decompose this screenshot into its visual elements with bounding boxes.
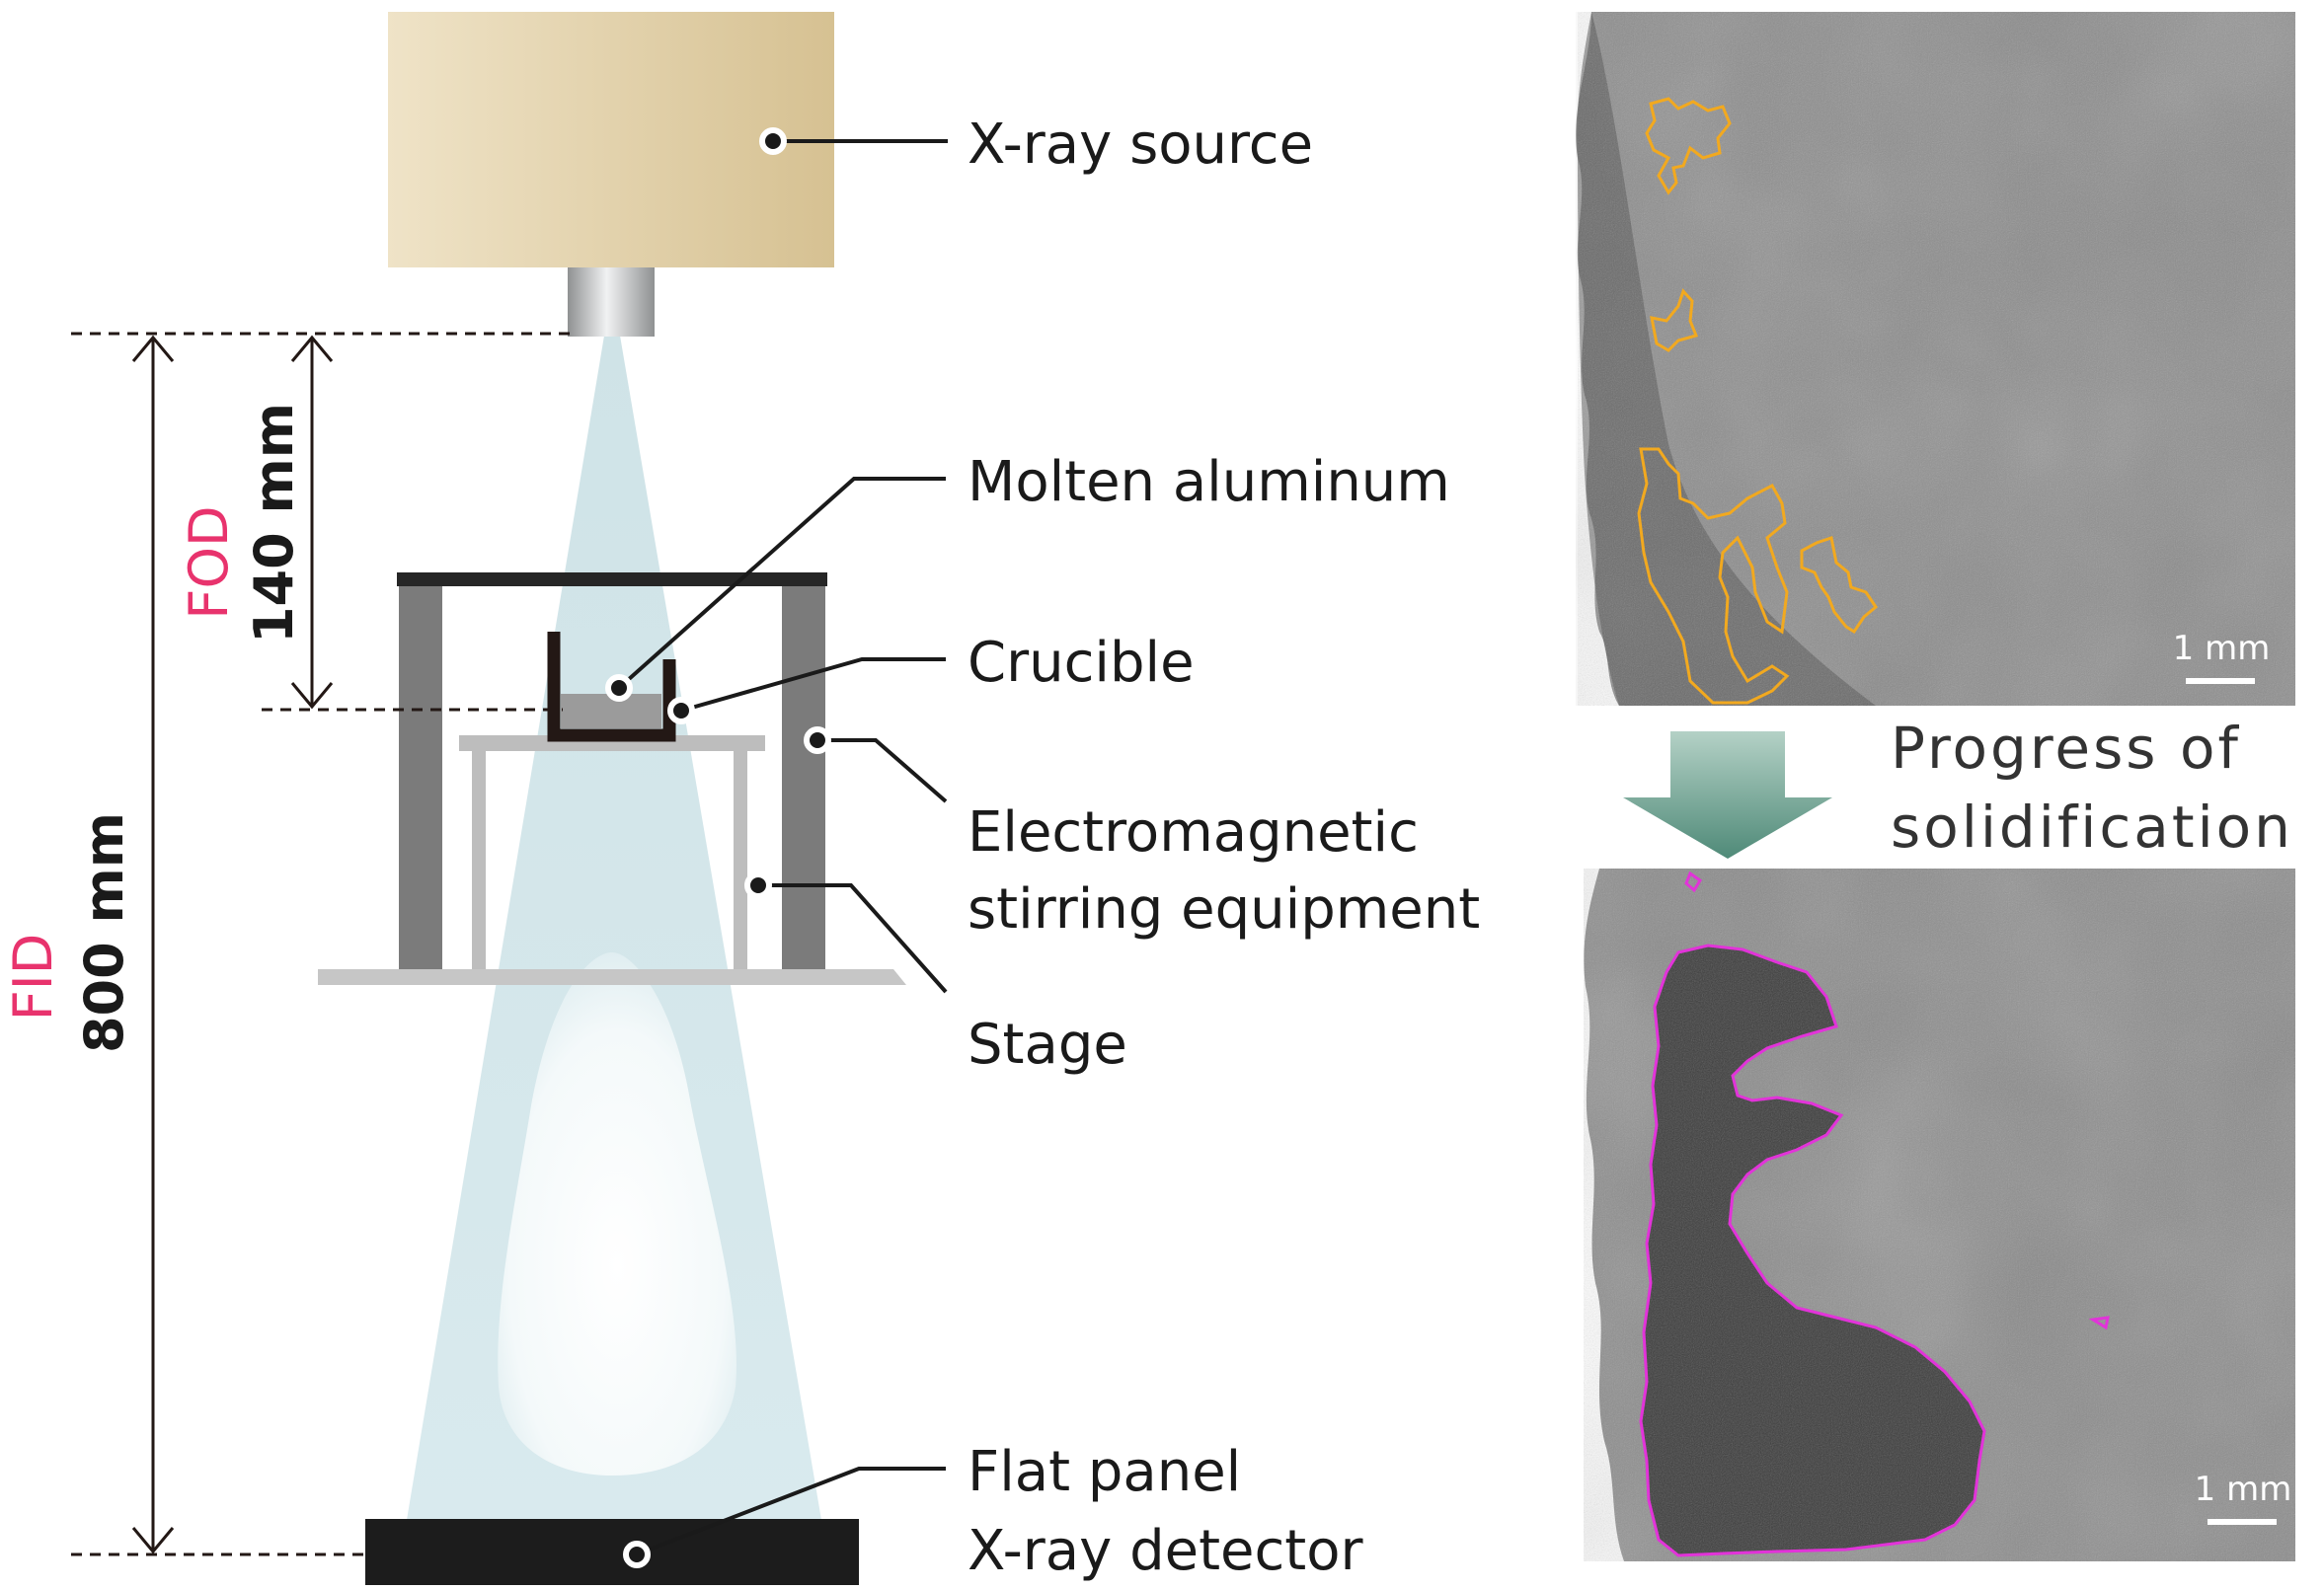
leader-stirring xyxy=(817,738,948,803)
stirring-right-pillar xyxy=(782,586,825,969)
contour-top-3 xyxy=(1637,447,1790,705)
stage-top-plate xyxy=(459,735,765,751)
stirring-left-pillar xyxy=(399,586,442,969)
label-crucible: Crucible xyxy=(968,631,1195,695)
stirring-top-plate xyxy=(397,572,827,586)
stage-base-plate xyxy=(318,969,906,985)
label-stage: Stage xyxy=(968,1013,1127,1077)
contour-top-2 xyxy=(1650,288,1699,352)
fod-arrow-head-bottom xyxy=(290,682,334,710)
micrograph-bottom-noise xyxy=(1584,869,2295,1561)
label-detector-line2: X-ray detector xyxy=(968,1519,1363,1583)
fid-label: FID xyxy=(2,934,64,1022)
dot-crucible xyxy=(667,697,695,724)
stirring-equipment xyxy=(397,572,827,969)
scale-label-bottom: 1 mm xyxy=(2195,1470,2292,1509)
micrograph-top: 1 mm xyxy=(1576,12,2295,706)
fod-label: FOD xyxy=(178,505,240,619)
xray-beam xyxy=(407,336,821,1520)
leader-crucible xyxy=(680,657,946,713)
progress-arrow xyxy=(1623,731,1832,859)
leader-dots xyxy=(605,127,831,1568)
leader-lines xyxy=(617,139,948,1556)
contour-bottom-speck-2 xyxy=(2088,1316,2110,1330)
label-em-line1: Electromagnetic xyxy=(968,800,1419,865)
component-labels: X-ray source Molten aluminum Crucible El… xyxy=(968,113,1480,1583)
dimension-lines xyxy=(71,332,571,1556)
stage-left-leg xyxy=(472,751,486,969)
contour-top-1 xyxy=(1645,97,1732,195)
dot-stage xyxy=(744,871,772,899)
beam-bright-region xyxy=(498,952,736,1476)
label-detector-line1: Flat panel xyxy=(968,1440,1241,1504)
dot-detector xyxy=(623,1541,651,1568)
fod-value: 140 mm xyxy=(243,403,305,644)
beam-cone xyxy=(407,336,821,1520)
label-em-line2: stirring equipment xyxy=(968,877,1480,942)
fid-arrow-head-top xyxy=(131,335,175,362)
contour-bottom-speck-1 xyxy=(1684,871,1703,893)
crucible xyxy=(547,632,676,742)
fod-arrow-head-top xyxy=(290,335,334,362)
leader-stage xyxy=(758,883,948,994)
flat-panel-detector xyxy=(365,1519,859,1585)
stage xyxy=(318,735,906,985)
progress-label-line2: solidification xyxy=(1891,794,2293,861)
dot-molten-aluminum xyxy=(605,674,633,702)
fid-value: 800 mm xyxy=(73,812,135,1053)
crucible-wall xyxy=(547,632,676,742)
micrograph-top-noise xyxy=(1578,12,2295,706)
label-molten-aluminum: Molten aluminum xyxy=(968,450,1450,514)
leader-detector xyxy=(636,1467,946,1556)
dot-stirring xyxy=(804,726,831,754)
dot-xray-source xyxy=(759,127,787,155)
leader-molten-aluminum xyxy=(617,477,946,690)
micrograph-bottom: 1 mm xyxy=(1584,869,2295,1561)
xray-source-nozzle xyxy=(568,267,655,337)
contour-top-4 xyxy=(1800,536,1878,635)
molten-aluminum xyxy=(561,694,661,728)
label-xray-source: X-ray source xyxy=(968,113,1313,177)
progress-label-line1: Progress of xyxy=(1891,715,2241,782)
fid-arrow-head-bottom xyxy=(131,1527,175,1554)
stage-right-leg xyxy=(734,751,747,969)
scale-label-top: 1 mm xyxy=(2173,629,2271,668)
contour-bottom xyxy=(1639,944,1986,1557)
